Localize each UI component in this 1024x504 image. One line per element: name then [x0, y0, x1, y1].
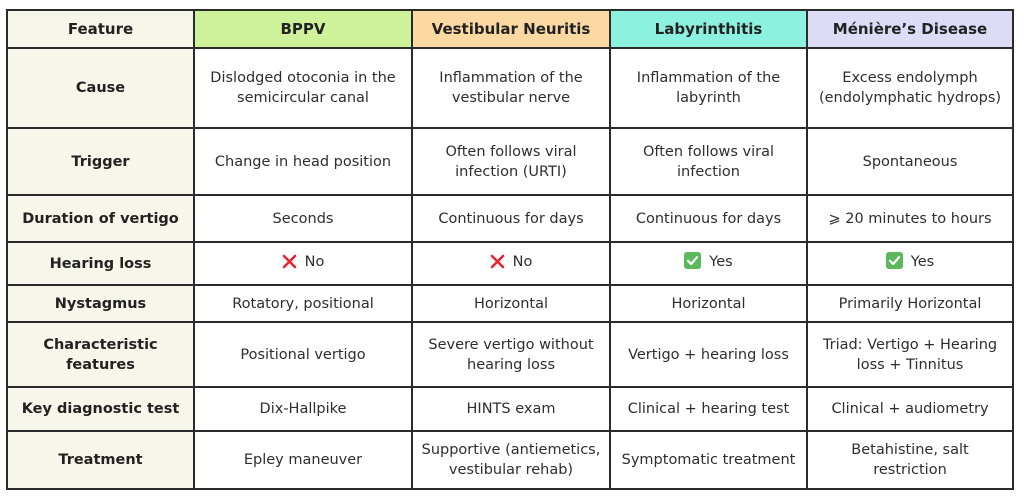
- check-icon: [885, 252, 903, 275]
- table-cell: Betahistine, salt restriction: [806, 430, 1014, 490]
- row-label: Key diagnostic test: [6, 386, 195, 432]
- header-vestibular-neuritis: Vestibular Neuritis: [411, 9, 611, 49]
- table-cell: Yes: [609, 241, 808, 286]
- table-cell: Clinical + audiometry: [806, 386, 1014, 432]
- table-cell: Yes: [806, 241, 1014, 286]
- row-label: Cause: [6, 47, 195, 129]
- table-cell: Supportive (antiemetics, vestibular reha…: [411, 430, 611, 490]
- table-cell: Severe vertigo without hearing loss: [411, 321, 611, 388]
- header-menieres-disease: Ménière’s Disease: [806, 9, 1014, 49]
- table-cell: Clinical + hearing test: [609, 386, 808, 432]
- hearing-loss-value: Yes: [709, 254, 733, 270]
- table-cell: Horizontal: [411, 284, 611, 323]
- table-cell: Often follows viral infection: [609, 127, 808, 196]
- table-cell: Seconds: [193, 194, 413, 243]
- table-cell: Spontaneous: [806, 127, 1014, 196]
- header-labyrinthitis: Labyrinthitis: [609, 9, 808, 49]
- table-cell: Epley maneuver: [193, 430, 413, 490]
- hearing-loss-value: Yes: [910, 254, 935, 270]
- table-cell: Primarily Horizontal: [806, 284, 1014, 323]
- table-cell: Positional vertigo: [193, 321, 413, 388]
- table-cell: Inflammation of the labyrinth: [609, 47, 808, 129]
- row-label: Characteristic features: [6, 321, 195, 388]
- row-label: Duration of vertigo: [6, 194, 195, 243]
- header-bppv: BPPV: [193, 9, 413, 49]
- table-row-trigger: Trigger Change in head position Often fo…: [6, 127, 1014, 196]
- row-label: Hearing loss: [6, 241, 195, 286]
- table-cell: Excess endolymph (endolymphatic hydrops): [806, 47, 1014, 129]
- table-cell: Rotatory, positional: [193, 284, 413, 323]
- cross-icon: [490, 254, 505, 275]
- table-cell: Vertigo + hearing loss: [609, 321, 808, 388]
- table-cell: Inflammation of the vestibular nerve: [411, 47, 611, 129]
- header-feature: Feature: [6, 9, 195, 49]
- table-row-treatment: Treatment Epley maneuver Supportive (ant…: [6, 430, 1014, 490]
- row-label: Nystagmus: [6, 284, 195, 323]
- hearing-loss-value: No: [512, 254, 533, 270]
- table-row-characteristic-features: Characteristic features Positional verti…: [6, 321, 1014, 388]
- table-cell: No: [193, 241, 413, 286]
- table-cell: Often follows viral infection (URTI): [411, 127, 611, 196]
- table-cell: Change in head position: [193, 127, 413, 196]
- check-icon: [684, 252, 702, 275]
- table-cell: Symptomatic treatment: [609, 430, 808, 490]
- table-cell: Dix-Hallpike: [193, 386, 413, 432]
- table-cell: No: [411, 241, 611, 286]
- table-cell: Continuous for days: [411, 194, 611, 243]
- table-cell: Triad: Vertigo + Hearing loss + Tinnitus: [806, 321, 1014, 388]
- cross-icon: [282, 254, 297, 275]
- hearing-loss-value: No: [304, 254, 325, 270]
- table-cell: Horizontal: [609, 284, 808, 323]
- table-row-duration: Duration of vertigo Seconds Continuous f…: [6, 194, 1014, 243]
- row-label: Trigger: [6, 127, 195, 196]
- table-cell: ⩾ 20 minutes to hours: [806, 194, 1014, 243]
- row-label: Treatment: [6, 430, 195, 490]
- table-row-hearing-loss: Hearing loss No No Yes Yes: [6, 241, 1014, 286]
- table-cell: Continuous for days: [609, 194, 808, 243]
- header-row: Feature BPPV Vestibular Neuritis Labyrin…: [6, 9, 1014, 49]
- table-cell: HINTS exam: [411, 386, 611, 432]
- table-row-nystagmus: Nystagmus Rotatory, positional Horizonta…: [6, 284, 1014, 323]
- table-row-cause: Cause Dislodged otoconia in the semicirc…: [6, 47, 1014, 129]
- vertigo-comparison-table: Feature BPPV Vestibular Neuritis Labyrin…: [6, 9, 1014, 490]
- comparison-table-container: Feature BPPV Vestibular Neuritis Labyrin…: [6, 9, 1014, 490]
- table-cell: Dislodged otoconia in the semicircular c…: [193, 47, 413, 129]
- table-row-diagnostic-test: Key diagnostic test Dix-Hallpike HINTS e…: [6, 386, 1014, 432]
